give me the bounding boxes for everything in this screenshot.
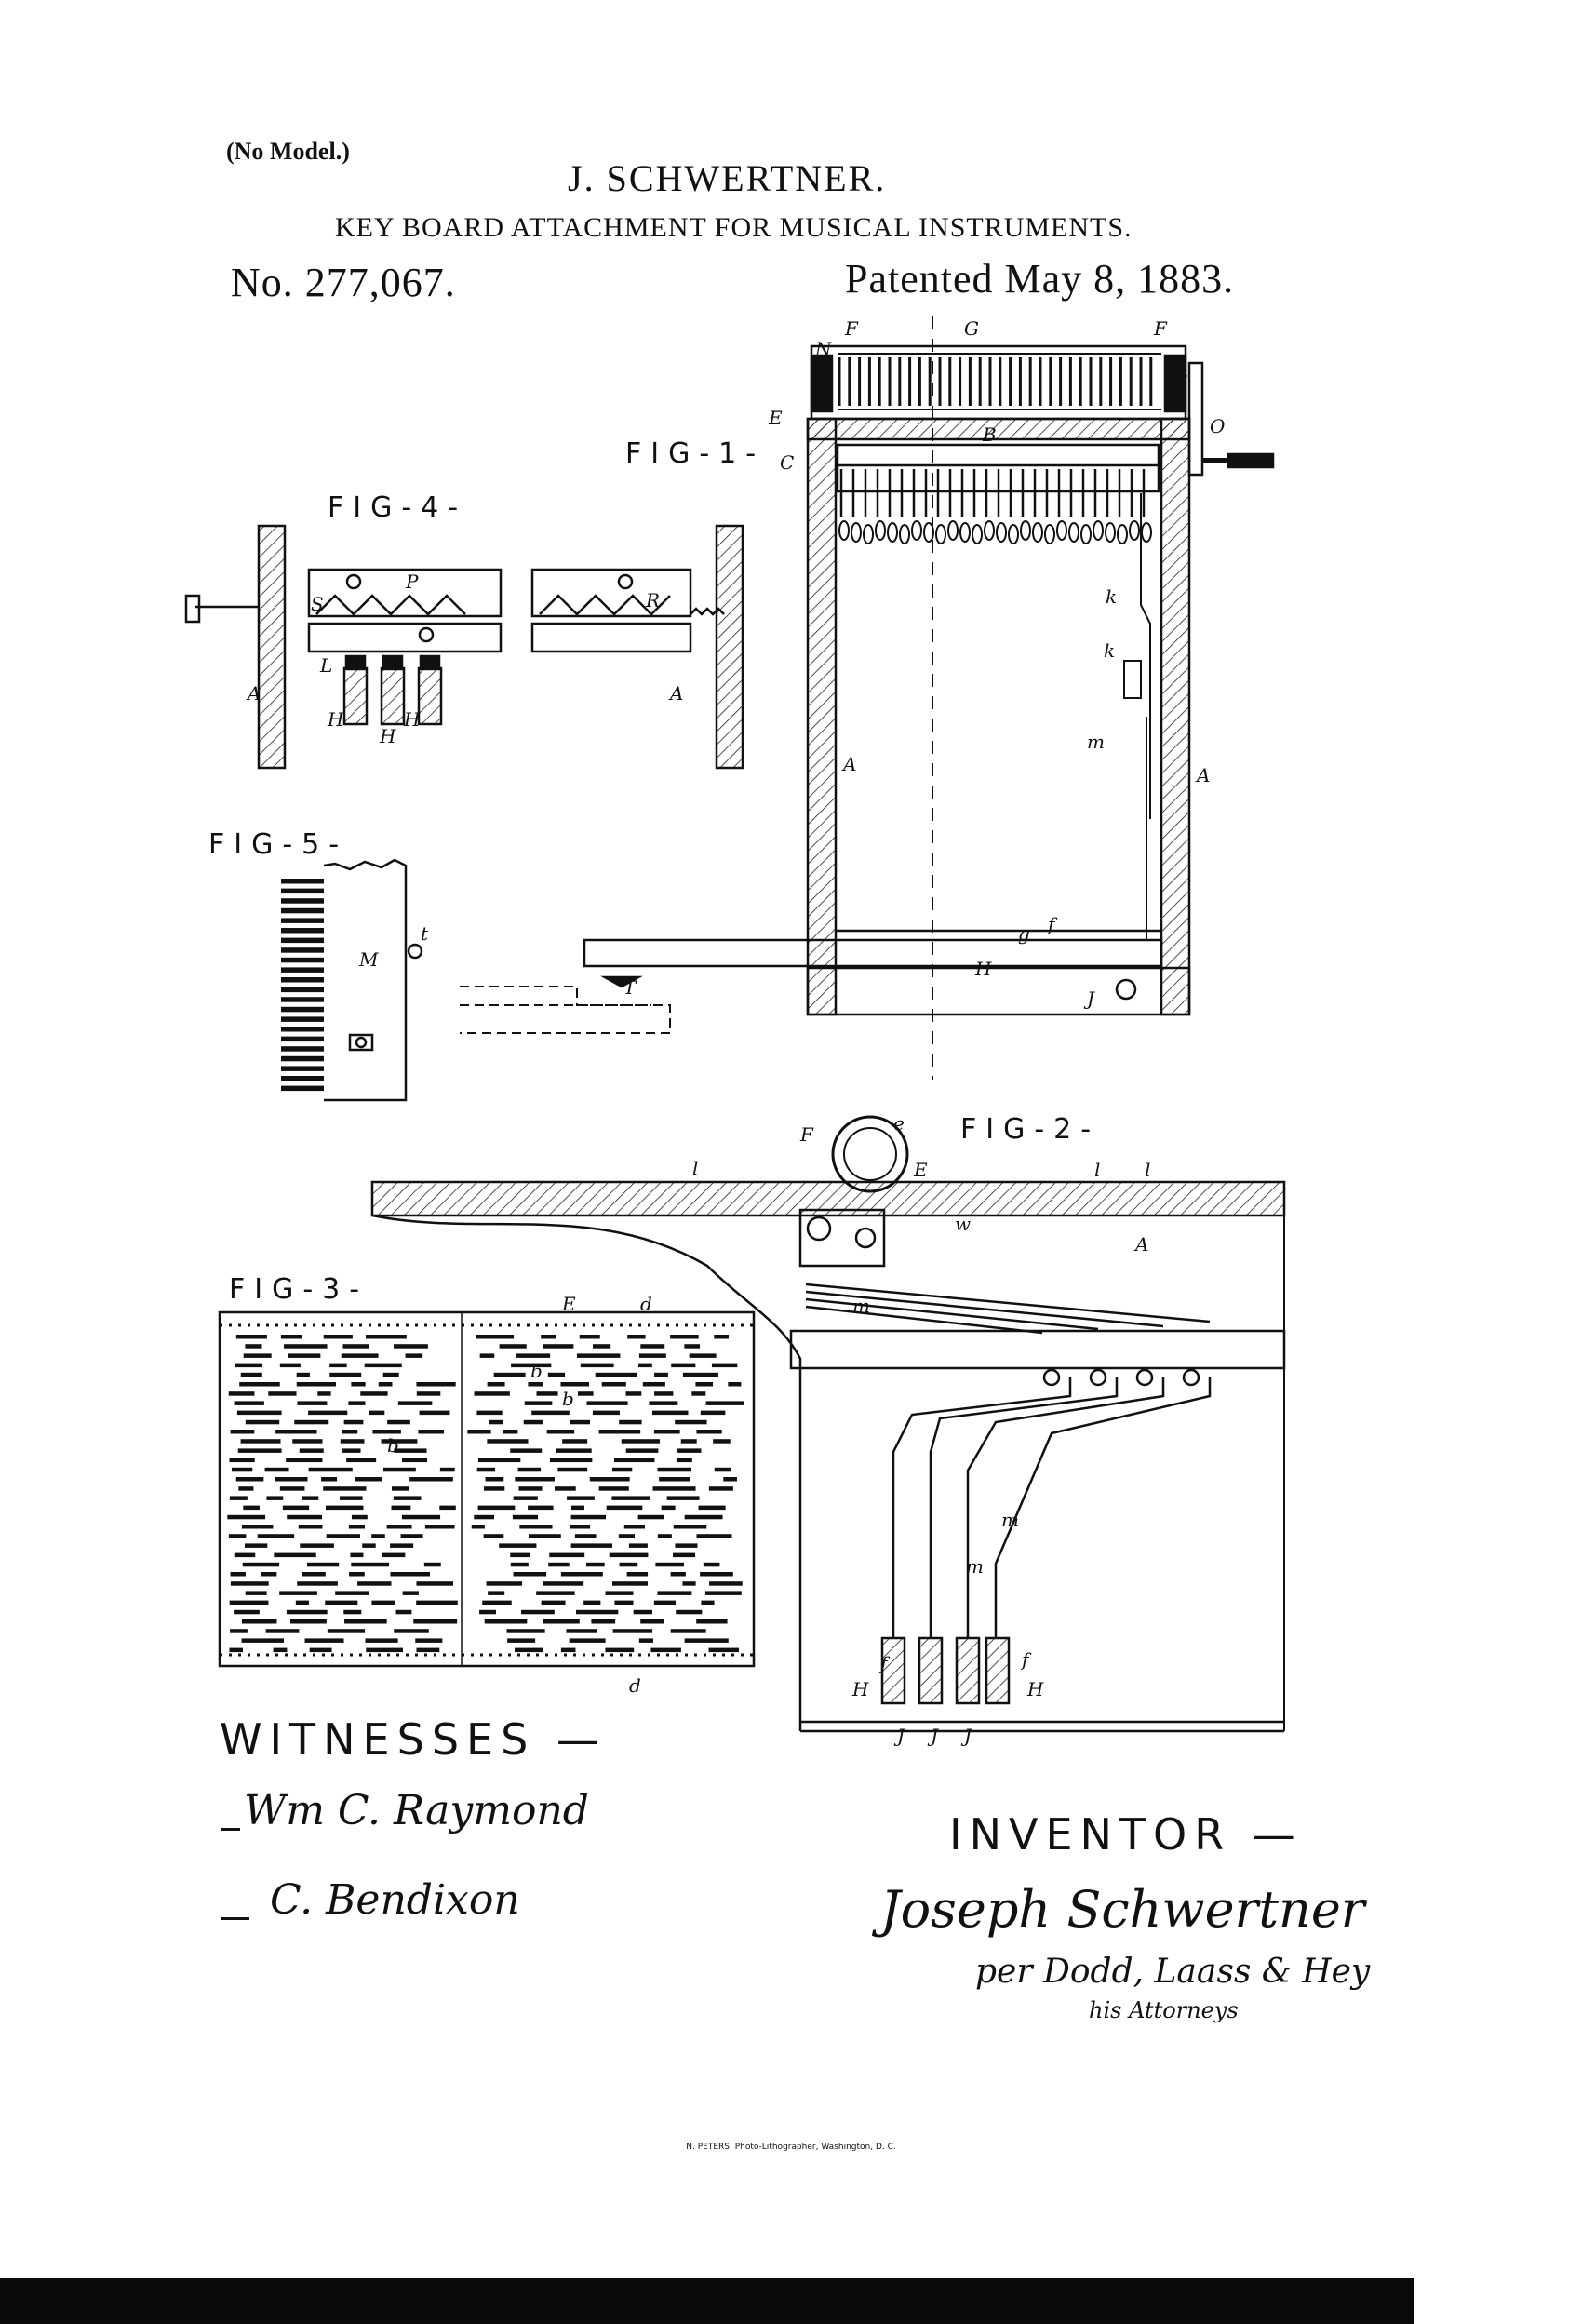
svg-text:F: F <box>799 1123 814 1146</box>
fig3-drawing <box>218 1310 756 1668</box>
svg-text:f: f <box>1046 913 1058 935</box>
svg-text:M: M <box>358 948 379 971</box>
svg-text:A: A <box>1133 1233 1148 1256</box>
svg-text:w: w <box>955 1213 971 1235</box>
witness-signature-2: C. Bendixon <box>270 1876 520 1924</box>
patent-title: KEY BOARD ATTACHMENT FOR MUSICAL INSTRUM… <box>335 212 1133 243</box>
fig4-drawing <box>184 524 744 770</box>
inventor-signature: Joseph Schwertner <box>880 1880 1365 1939</box>
svg-text:m: m <box>852 1295 870 1317</box>
svg-text:B: B <box>982 423 997 446</box>
fig2-drawing <box>370 1115 1286 1733</box>
svg-text:b: b <box>530 1360 543 1382</box>
svg-text:e: e <box>893 1112 905 1135</box>
svg-text:H: H <box>1026 1678 1044 1700</box>
svg-text:L: L <box>319 654 332 677</box>
svg-text:S: S <box>311 593 324 615</box>
svg-text:J: J <box>927 1725 939 1747</box>
fig1-drawing <box>460 316 1275 1080</box>
inventor-heading: INVENTOR — <box>949 1809 1303 1860</box>
svg-text:H: H <box>327 708 344 731</box>
svg-text:J: J <box>893 1725 905 1747</box>
svg-text:l: l <box>1094 1159 1100 1181</box>
svg-text:N: N <box>1170 371 1188 394</box>
fig5-label: FIG-5- <box>208 828 349 861</box>
fig1-label: FIG-1- <box>625 437 766 470</box>
svg-text:t: t <box>421 922 429 945</box>
witness-signature-1: Wm C. Raymond <box>244 1787 589 1834</box>
patent-date: Patented May 8, 1883. <box>845 256 1235 302</box>
svg-text:F: F <box>844 317 859 340</box>
svg-text:J: J <box>1083 987 1095 1010</box>
svg-text:J: J <box>960 1725 972 1747</box>
fig3-perforations <box>227 1335 744 1653</box>
svg-text:g: g <box>1018 922 1030 945</box>
svg-text:E: E <box>768 407 783 429</box>
fig5-slats <box>281 879 324 1092</box>
svg-text:E: E <box>913 1159 928 1181</box>
svg-text:m: m <box>1087 731 1105 753</box>
svg-text:T: T <box>623 976 637 999</box>
svg-text:H: H <box>403 708 421 731</box>
svg-text:O: O <box>1210 415 1225 437</box>
svg-text:k: k <box>1104 639 1115 662</box>
scan-edge-bar <box>0 2278 1414 2324</box>
svg-text:H: H <box>974 958 992 980</box>
svg-text:m: m <box>966 1555 984 1578</box>
svg-text:f: f <box>1020 1648 1032 1671</box>
svg-text:N: N <box>814 338 833 360</box>
fig2-label: FIG-2- <box>960 1113 1101 1146</box>
fig1-teeth <box>838 357 1153 544</box>
svg-text:A: A <box>246 682 261 705</box>
svg-text:A: A <box>668 682 683 705</box>
svg-text:b: b <box>387 1434 399 1457</box>
svg-text:m: m <box>1001 1509 1019 1531</box>
svg-text:b: b <box>562 1388 574 1410</box>
svg-text:E: E <box>561 1293 576 1315</box>
witnesses-heading: WITNESSES — <box>220 1714 607 1765</box>
svg-text:d: d <box>629 1674 641 1697</box>
svg-text:l: l <box>1145 1159 1150 1181</box>
attorney-note: his Attorneys <box>1089 1997 1239 2023</box>
svg-text:H: H <box>379 725 396 747</box>
witness-dash-1 <box>221 1828 240 1831</box>
witness-dash-2 <box>221 1917 249 1920</box>
svg-text:k: k <box>1106 585 1117 608</box>
fig4-label: FIG-4- <box>328 491 468 524</box>
svg-text:C: C <box>780 451 794 474</box>
fig5-drawing <box>323 858 423 1102</box>
printer-credit: N. PETERS, Photo-Lithographer, Washingto… <box>686 2143 896 2152</box>
svg-text:R: R <box>645 589 660 611</box>
inventor-name: J. SCHWERTNER. <box>568 157 887 199</box>
svg-text:G: G <box>964 317 979 340</box>
svg-text:A: A <box>841 753 856 775</box>
attorney-signature: per Dodd, Laass & Hey <box>975 1953 1371 1991</box>
fig3-label: FIG-3- <box>229 1273 369 1306</box>
model-note: (No Model.) <box>226 138 350 165</box>
svg-text:l: l <box>692 1157 698 1179</box>
svg-text:H: H <box>851 1678 869 1700</box>
svg-text:d: d <box>640 1293 652 1315</box>
svg-text:A: A <box>1195 764 1210 786</box>
patent-number: No. 277,067. <box>231 260 456 305</box>
svg-text:P: P <box>405 571 419 593</box>
svg-text:F: F <box>1153 317 1168 340</box>
